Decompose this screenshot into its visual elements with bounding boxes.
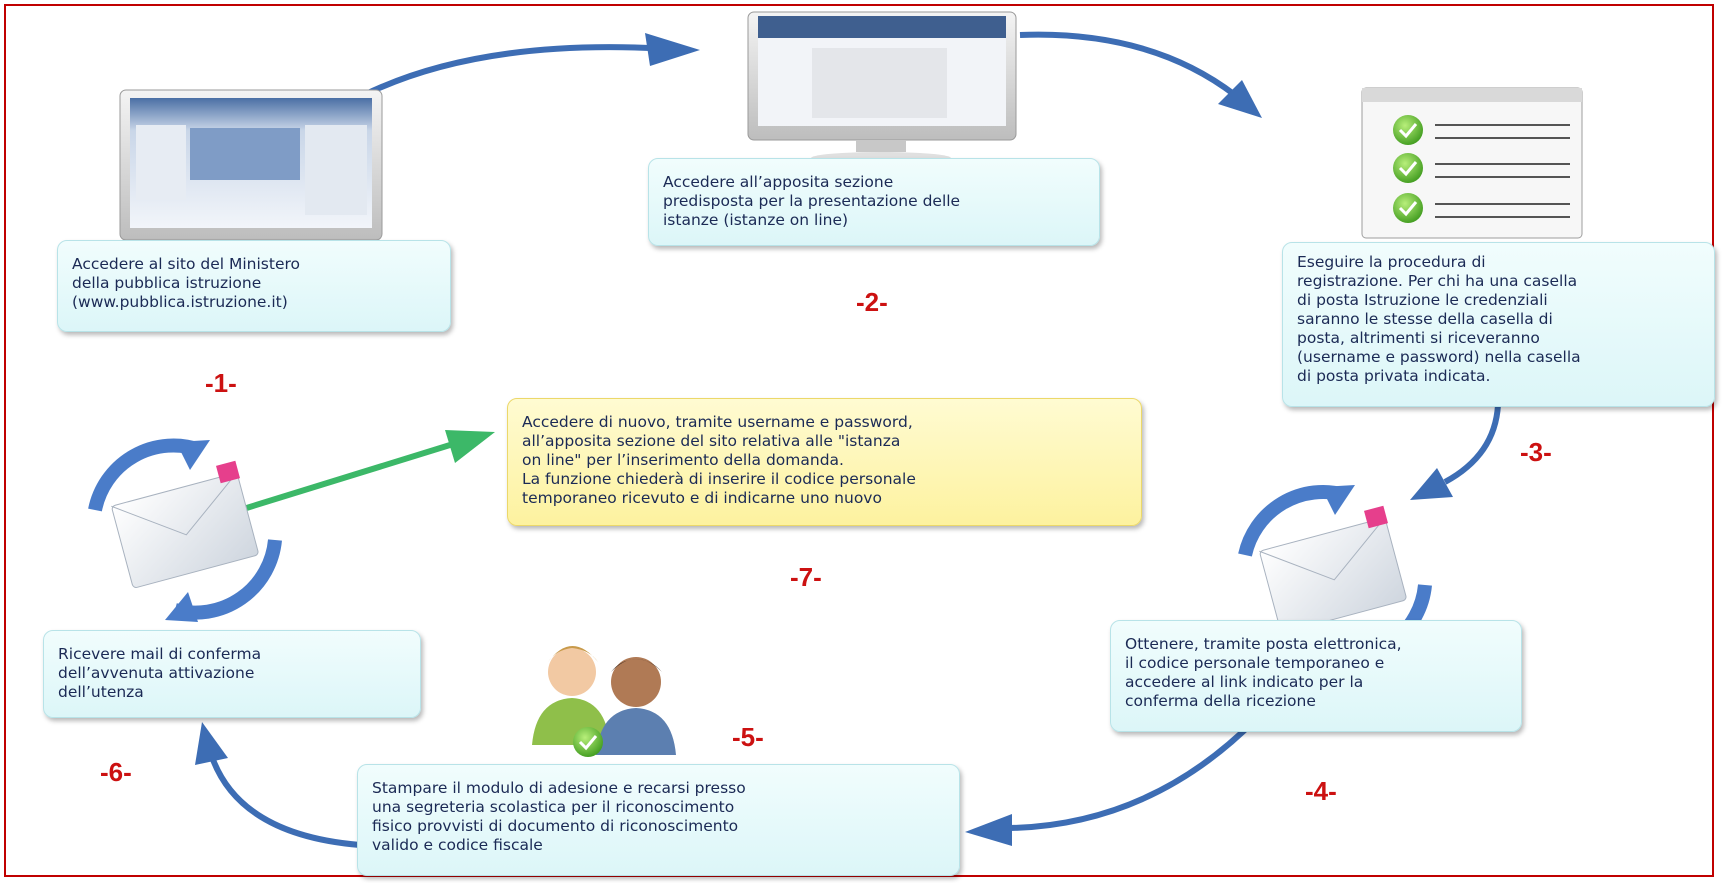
step-7-box: Accedere di nuovo, tramite username e pa…	[507, 398, 1142, 526]
email-sync-icon	[88, 438, 282, 622]
step-3-number: -3-	[1520, 437, 1552, 467]
people-check-icon	[532, 646, 676, 757]
diagram-frame	[4, 4, 1714, 877]
step-5-number: -5-	[732, 722, 764, 752]
step-4-number: -4-	[1305, 776, 1337, 806]
arrow-4-to-5	[965, 717, 1258, 846]
step-3-box: Eseguire la procedura di registrazione. …	[1282, 242, 1715, 407]
arrow-2-to-3	[1019, 31, 1262, 118]
step-7-number: -7-	[790, 562, 822, 592]
step-5-box: Stampare il modulo di adesione e recarsi…	[357, 764, 960, 876]
step-6-box: Ricevere mail di conferma dell’avvenuta …	[43, 630, 421, 718]
checklist-icon	[1361, 87, 1583, 239]
step-2-box: Accedere all’apposita sezione predispost…	[648, 158, 1100, 246]
arrow-1-to-2	[343, 33, 700, 108]
monitor-icon	[747, 11, 1017, 164]
arrow-3-to-4	[1410, 404, 1501, 500]
arrow-5-to-6	[195, 722, 361, 848]
step-6-number: -6-	[100, 757, 132, 787]
step-1-number: -1-	[205, 368, 237, 398]
arrow-6-to-7	[239, 430, 495, 513]
monitor-icon	[119, 89, 383, 263]
step-2-number: -2-	[856, 287, 888, 317]
step-4-box: Ottenere, tramite posta elettronica, il …	[1110, 620, 1522, 732]
step-1-box: Accedere al sito del Ministero della pub…	[57, 240, 451, 332]
